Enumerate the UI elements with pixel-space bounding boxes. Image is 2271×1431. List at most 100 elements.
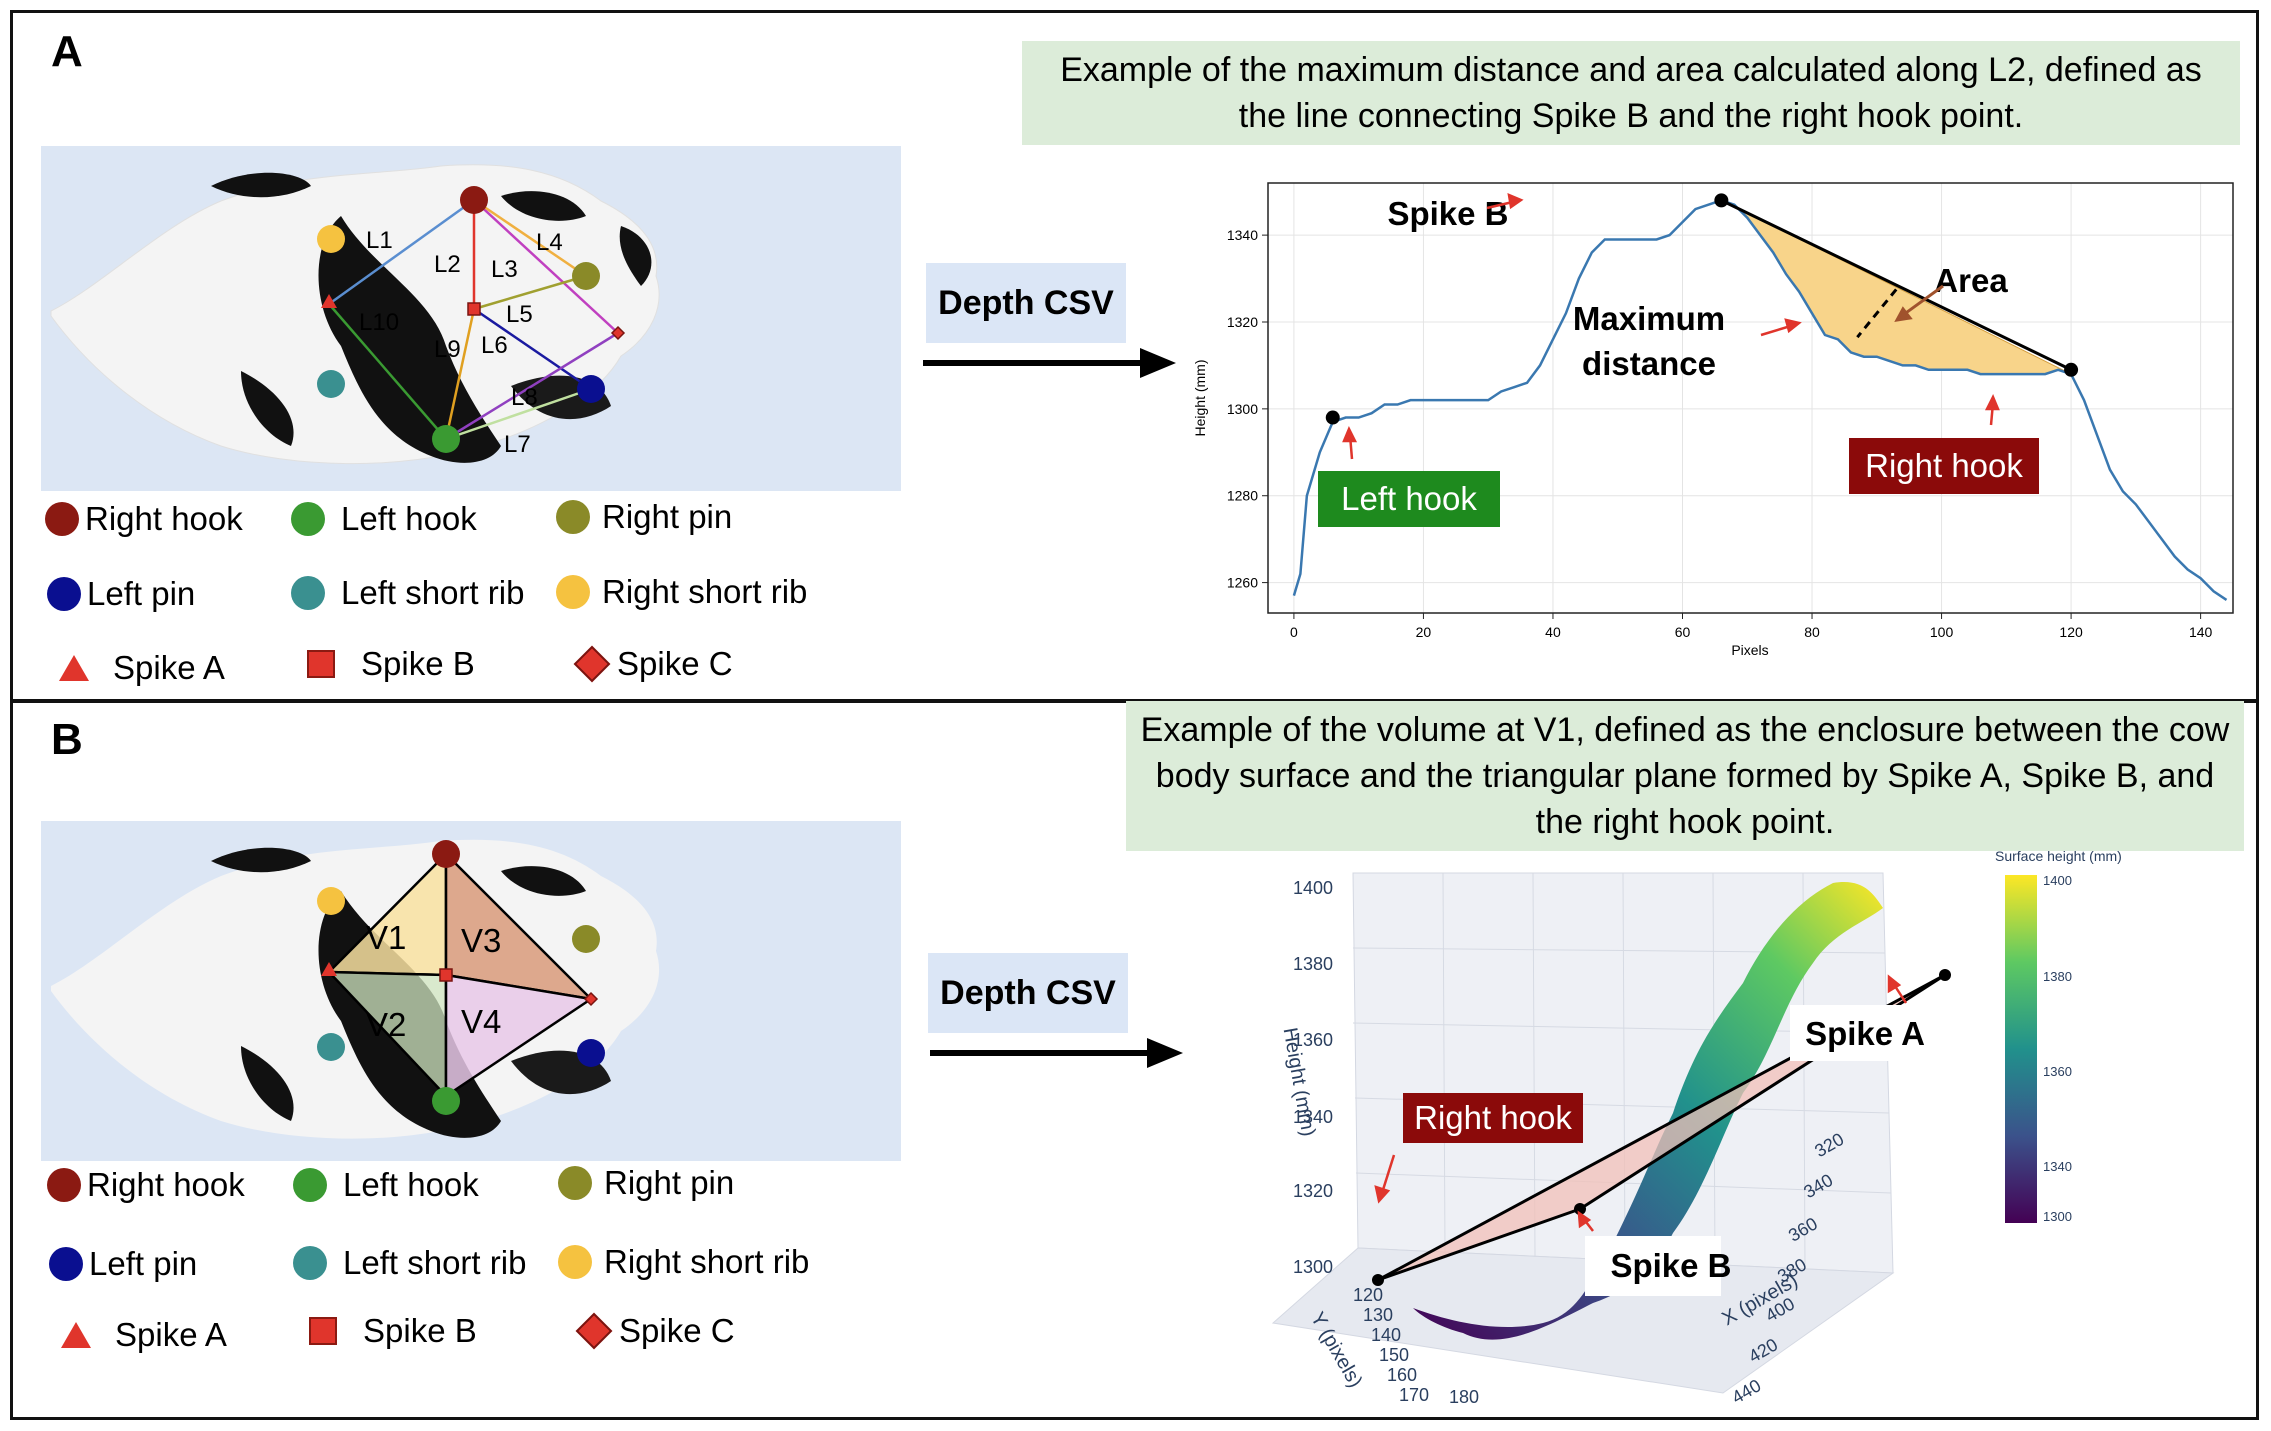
annotation-area: Area: [1934, 262, 2008, 299]
x-tick-label: 100: [1930, 624, 1954, 640]
l2-chord-line: [1720, 199, 2072, 372]
legend-left-pin: Left pin: [49, 1245, 197, 1283]
legend-left-short-rib: Left short rib: [293, 1244, 526, 1282]
arrow-right-icon: [923, 348, 1176, 378]
annotation-spike-b: Spike B: [1387, 195, 1508, 232]
right-hook-point: [2064, 362, 2079, 377]
x-tick-label: 80: [1804, 624, 1820, 640]
caption: Example of the volume at V1, defined as …: [1126, 701, 2244, 851]
legend-spike-c: Spike C: [573, 645, 733, 683]
circle-icon: [49, 1247, 83, 1281]
volume-label-v4: V4: [461, 1003, 501, 1040]
circle-icon: [47, 577, 81, 611]
volume-label-v3: V3: [461, 922, 501, 959]
legend-right-short-rib: Right short rib: [556, 573, 807, 611]
x-tick-label: 40: [1545, 624, 1561, 640]
triangle-icon: [59, 655, 89, 681]
svg-text:1300: 1300: [2043, 1209, 2072, 1224]
panel-a: A L1 L2 L3 L4 L5 L6: [10, 10, 2259, 702]
legend-left-hook: Left hook: [291, 500, 477, 538]
svg-text:130: 130: [1363, 1305, 1393, 1325]
triangle-icon: [61, 1322, 91, 1348]
right-hook-point: [1372, 1274, 1384, 1286]
panel-b: B V1 V2 V3 V4 Right hook Left hook Right…: [10, 700, 2259, 1420]
annotation-spike-b: Spike B: [1610, 1247, 1731, 1284]
square-icon: [307, 650, 335, 678]
colorbar: 1400 1380 1360 1340 1320 1300: [2005, 873, 2072, 1224]
right-hook-marker: [460, 186, 488, 214]
legend-left-hook: Left hook: [293, 1166, 479, 1204]
line-label-l9: L9: [434, 336, 461, 363]
line-label-l10: L10: [359, 309, 399, 336]
y-axis-label: Height (mm): [1192, 359, 1208, 436]
spike-b-tag: [1585, 1236, 1721, 1296]
diamond-icon: [573, 645, 611, 683]
circle-icon: [291, 576, 325, 610]
right-hook-tag: [1849, 438, 2039, 494]
line-label-l6: L6: [481, 332, 508, 359]
y-tick-label: 1300: [1227, 401, 1258, 417]
svg-text:1340: 1340: [1293, 1107, 1333, 1127]
circle-icon: [558, 1245, 592, 1279]
svg-text:1320: 1320: [1293, 1181, 1333, 1201]
svg-text:140: 140: [1371, 1325, 1401, 1345]
height-profile-line: [1292, 199, 2228, 602]
circle-icon: [291, 502, 325, 536]
svg-text:1400: 1400: [1293, 878, 1333, 898]
right-hook-tag: [1403, 1093, 1583, 1143]
y-tick-label: 1320: [1227, 314, 1258, 330]
svg-text:1400: 1400: [2043, 873, 2072, 888]
panel-label: B: [51, 715, 83, 764]
legend-spike-c: Spike C: [575, 1312, 735, 1350]
x-tick-label: 60: [1675, 624, 1691, 640]
svg-text:1340: 1340: [2043, 1159, 2072, 1174]
svg-text:120: 120: [1353, 1285, 1383, 1305]
annotation-arrows: [1342, 192, 2000, 460]
legend-spike-b: Spike B: [297, 1312, 477, 1350]
legend-spike-b: Spike B: [295, 645, 475, 683]
legend-right-short-rib: Right short rib: [558, 1243, 809, 1281]
line-label-l4: L4: [536, 229, 563, 256]
spike-b-point: [1714, 193, 1729, 208]
annotation-left-hook: Left hook: [1341, 480, 1477, 517]
svg-text:1360: 1360: [2043, 1064, 2072, 1079]
annotation-right-hook: Right hook: [1414, 1099, 1572, 1136]
arrow-right-icon: [930, 1038, 1183, 1068]
line-label-l8: L8: [511, 384, 538, 411]
spike-b-point: [1574, 1203, 1586, 1215]
svg-text:160: 160: [1387, 1365, 1417, 1385]
maximum-distance-line: [1856, 288, 1898, 339]
svg-text:1380: 1380: [1293, 954, 1333, 974]
line-label-l7: L7: [504, 431, 531, 458]
x-tick-label: 120: [2059, 624, 2083, 640]
spike-a-point: [1939, 969, 1951, 981]
circle-icon: [556, 575, 590, 609]
caption: Example of the maximum distance and area…: [1022, 41, 2240, 145]
line-label-l2: L2: [434, 251, 461, 278]
circle-icon: [293, 1168, 327, 1202]
circle-icon: [45, 502, 79, 536]
left-hook-tag: [1318, 471, 1500, 527]
cow-volume-image: V1 V2 V3 V4: [41, 821, 901, 1161]
circle-icon: [47, 1168, 81, 1202]
spike-a-tag: [1790, 1005, 1920, 1061]
left-hook-point: [1325, 410, 1340, 425]
svg-text:150: 150: [1379, 1345, 1409, 1365]
annotation-max-distance-1: Maximum: [1573, 300, 1725, 337]
depth-csv-label: Depth CSV: [926, 263, 1126, 343]
circle-icon: [556, 500, 590, 534]
legend-spike-a: Spike A: [49, 649, 225, 687]
legend-spike-a: Spike A: [51, 1316, 227, 1354]
legend-left-pin: Left pin: [47, 575, 195, 613]
line-label-l3: L3: [491, 256, 518, 283]
annotation-spike-a: Spike A: [1805, 1015, 1925, 1052]
svg-text:170: 170: [1399, 1385, 1429, 1405]
plot-frame: [1267, 182, 2234, 614]
svg-text:1380: 1380: [2043, 969, 2072, 984]
x-axis-label: Pixels: [1731, 642, 1768, 658]
line-label-l5: L5: [506, 301, 533, 328]
volume-label-v2: V2: [366, 1006, 406, 1043]
line-label-l1: L1: [366, 227, 393, 254]
surface-3d-plot: 1400 1380 1360 1340 1320 1300 Height (mm…: [1271, 872, 1951, 1408]
